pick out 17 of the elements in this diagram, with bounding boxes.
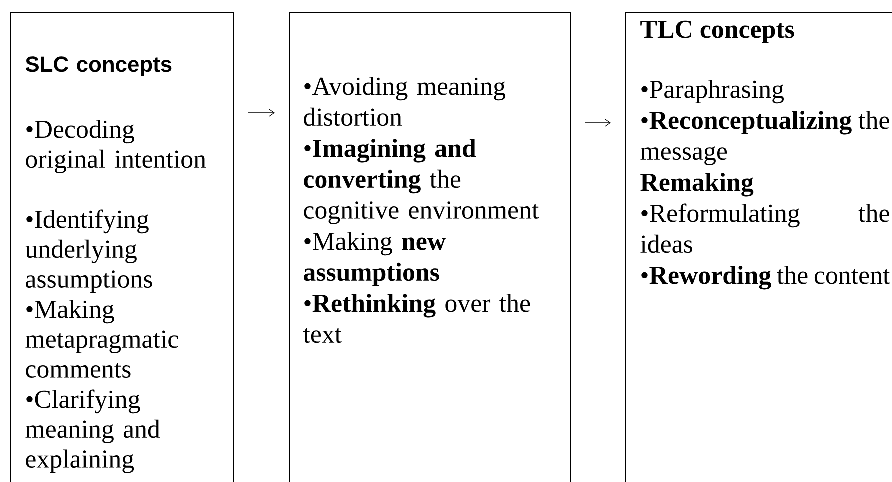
bullet-text: •Rewording the content — [642, 266, 890, 290]
arrow — [585, 119, 611, 127]
bullet-text: •Paraphrasing — [642, 80, 784, 104]
bullet-text: •Making metapragmatic comments — [26, 300, 178, 378]
bullet-text: •Rethinking over the text — [303, 294, 530, 344]
concept-box — [10, 12, 234, 482]
bullet-text: •Decoding original intention — [26, 120, 206, 174]
heading: SLC concepts — [26, 56, 172, 77]
bullet-text: Remaking — [640, 173, 754, 197]
bullet-text: •Avoiding meaning distortion — [304, 77, 506, 126]
bullet-text: •Reconceptualizing the message — [640, 111, 890, 166]
concept-box — [289, 12, 572, 482]
arrow — [248, 109, 276, 117]
heading: TLC concepts — [640, 20, 794, 44]
concept-box — [625, 12, 892, 482]
bullet-text: •Identifying underlying assumptions — [26, 210, 152, 294]
bullet-text: •Clarifying meaning and explaining — [26, 390, 160, 474]
